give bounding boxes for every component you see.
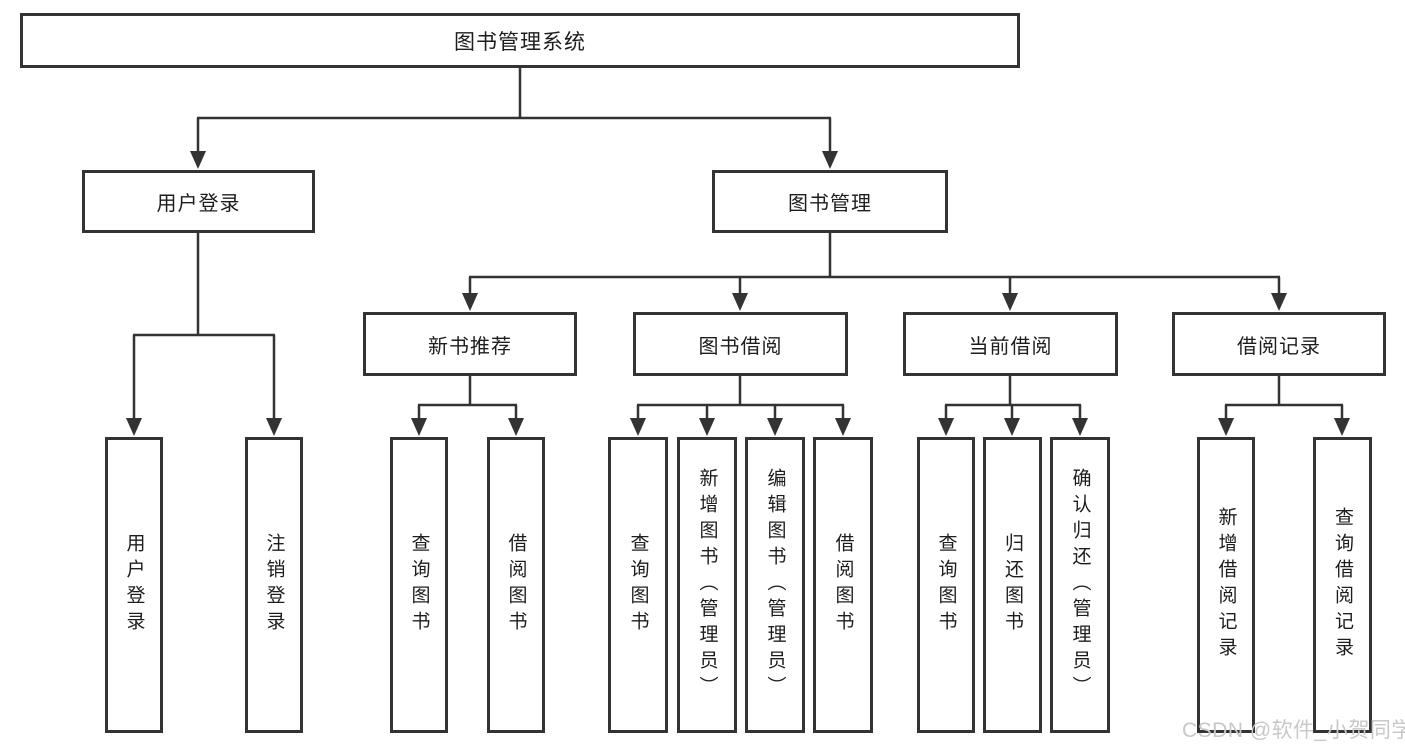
leaf-current-return-book: 归还图书: [983, 437, 1042, 733]
leaf-recommend-query-book: 查询图书: [390, 437, 448, 733]
leaf-borrow-query-book: 查询图书: [608, 437, 668, 733]
leaf-label: 确认归还（管理员）: [1069, 468, 1091, 702]
node-book-management: 图书管理: [712, 170, 948, 233]
leaf-records-query-record: 查询借阅记录: [1313, 437, 1372, 733]
leaf-logout: 注销登录: [245, 437, 303, 733]
leaf-records-add-record: 新增借阅记录: [1197, 437, 1255, 733]
leaf-label: 新增图书（管理员）: [696, 468, 718, 702]
leaf-current-query-book: 查询图书: [917, 437, 975, 733]
node-book-borrow: 图书借阅: [633, 312, 848, 376]
leaf-label: 注销登录: [263, 533, 285, 637]
leaf-label: 用户登录: [123, 533, 145, 637]
leaf-label: 查询图书: [408, 533, 430, 637]
node-user-login: 用户登录: [82, 170, 315, 233]
leaf-label: 查询借阅记录: [1332, 507, 1353, 663]
leaf-borrow-add-book-admin: 新增图书（管理员）: [677, 437, 737, 733]
node-root-system: 图书管理系统: [20, 13, 1020, 68]
arrowhead-icons: [126, 151, 1350, 436]
leaf-label: 借阅图书: [505, 533, 527, 637]
leaf-label: 新增借阅记录: [1215, 507, 1237, 663]
leaf-label: 查询图书: [627, 533, 649, 637]
leaf-label: 编辑图书（管理员）: [764, 468, 786, 702]
node-current-borrow: 当前借阅: [903, 312, 1118, 376]
leaf-label: 借阅图书: [832, 533, 854, 637]
node-new-book-recommend: 新书推荐: [363, 312, 577, 376]
leaf-current-confirm-return-admin: 确认归还（管理员）: [1050, 437, 1110, 733]
leaf-borrow-borrow-book: 借阅图书: [813, 437, 873, 733]
leaf-user-login: 用户登录: [105, 437, 163, 733]
leaf-recommend-borrow-book: 借阅图书: [487, 437, 545, 733]
leaf-label: 归还图书: [1002, 533, 1023, 637]
leaf-label: 查询图书: [935, 533, 957, 637]
node-borrow-records: 借阅记录: [1172, 312, 1386, 376]
watermark: CSDN @软件_小贺同学: [1182, 719, 1405, 742]
leaf-borrow-edit-book-admin: 编辑图书（管理员）: [745, 437, 805, 733]
